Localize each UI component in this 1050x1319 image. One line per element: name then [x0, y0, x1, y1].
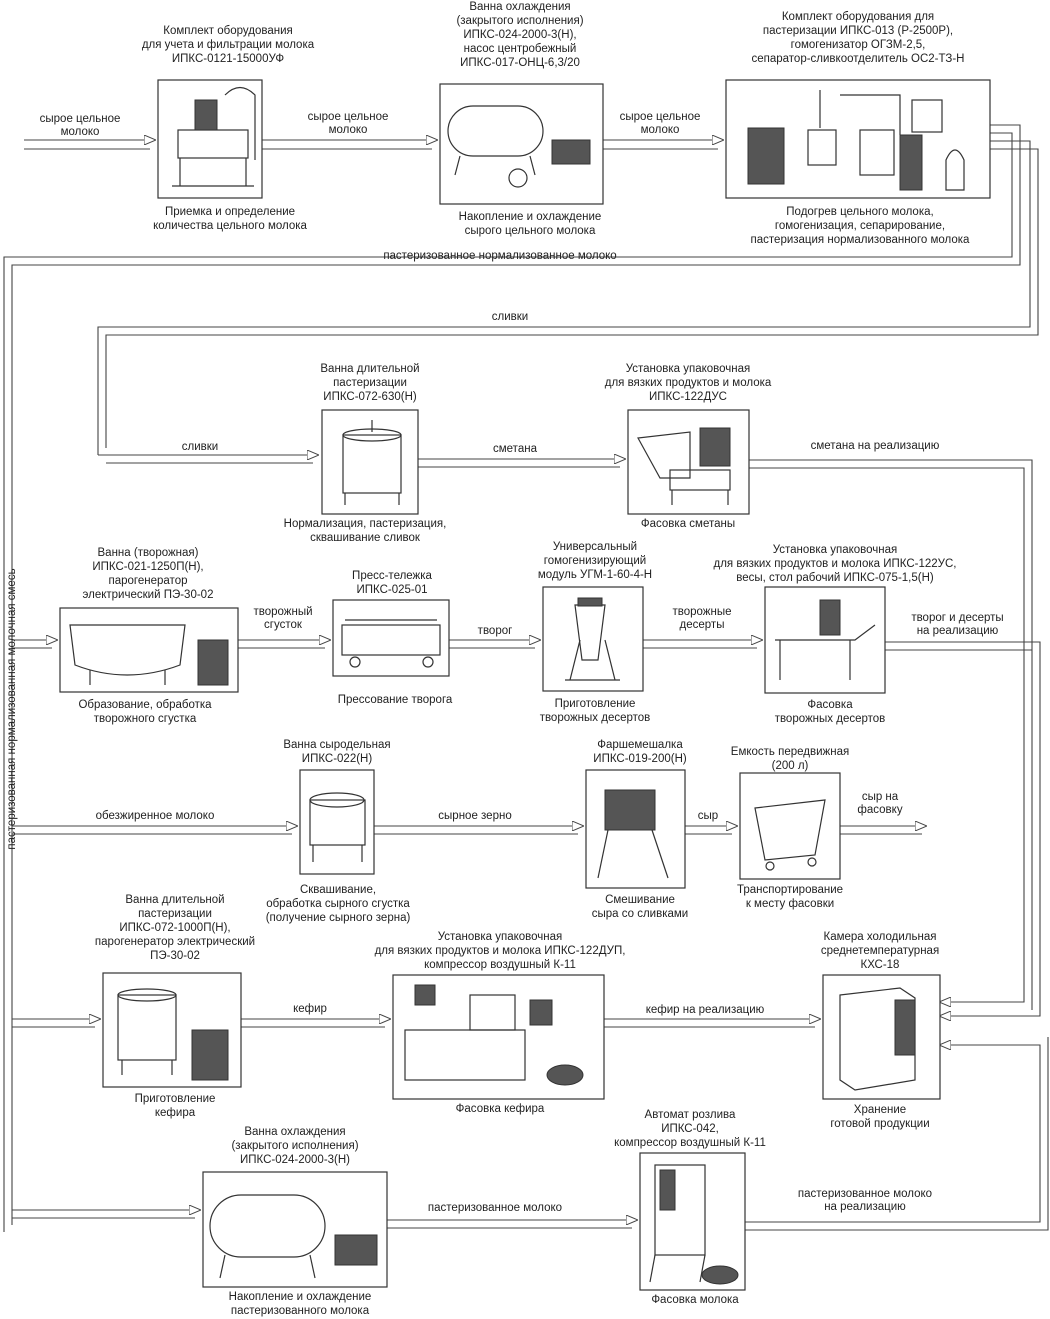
flow-label-pasteurized-milk-sale: пастеризованное молоко на реализацию — [797, 1188, 933, 1213]
equipment-label-s13: Ванна длительной пастеризации ИПКС-072-1… — [94, 894, 256, 962]
flow-label-cheese-grain: сырное зерно — [438, 810, 512, 822]
process-label-s11: Смешивание сыра со сливками — [591, 894, 689, 920]
storage-tank-icon — [209, 1194, 378, 1279]
process-label-s17: Фасовка молока — [651, 1294, 739, 1306]
work-table-icon — [775, 599, 876, 680]
box-s4 — [321, 409, 419, 515]
process-label-s2: Накопление и охлаждение сырого цельного … — [458, 211, 602, 237]
flow-label-curd-sale: творог и десерты на реализацию — [911, 612, 1004, 637]
process-label-s5: Фасовка сметаны — [640, 518, 736, 530]
flow-label-raw-milk-2: сырое цельное молоко — [307, 111, 389, 136]
packing-line-icon — [404, 984, 584, 1086]
equipment-label-s5: Установка упаковочная для вязких продукт… — [604, 363, 772, 403]
equipment-label-s7: Пресс-тележка ИПКС-025-01 — [352, 570, 432, 596]
process-label-s10: Сквашивание, обработка сырного сгустка (… — [265, 884, 411, 924]
equipment-label-s8: Универсальный гомогенизирующий модуль УГ… — [537, 541, 653, 581]
equipment-label-s9: Установка упаковочная для вязких продукт… — [713, 544, 957, 584]
equipment-label-s14: Установка упаковочная для вязких продукт… — [374, 931, 626, 971]
equipment-label-s4: Ванна длительной пастеризации ИПКС-072-6… — [320, 363, 420, 403]
flow-label-sour-cream: сметана — [493, 443, 537, 455]
cooling-tank-icon — [447, 105, 591, 188]
equipment-label-s2: Ванна охлаждения (закрытого исполнения) … — [456, 1, 584, 69]
flow-label-curd: творог — [477, 625, 513, 637]
box-s10 — [299, 769, 375, 875]
equipment-sketches — [69, 86, 965, 1285]
flow-label-cream-1: сливки — [491, 311, 529, 323]
flow-label-pasteurized-normalized: пастеризованное нормализованное молоко — [383, 250, 617, 262]
process-label-s12: Транспортирование к месту фасовки — [736, 884, 844, 910]
side-label: пастеризованная нормализованная молочная… — [6, 568, 18, 850]
flow-label-cheese: сыр — [697, 810, 719, 822]
process-label-s1: Приемка и определение количества цельног… — [153, 206, 307, 232]
flow-label-cheese-to-packing: сыр на фасовку — [857, 791, 903, 816]
press-trolley-icon — [341, 619, 441, 668]
equipment-label-s6: Ванна (творожная) ИПКС-021-1250П(Н), пар… — [82, 547, 214, 601]
flow-label-raw-milk-in: сырое цельное молоко — [39, 113, 121, 138]
process-label-s8: Приготовление творожных десертов — [539, 698, 651, 724]
flow-label-raw-milk-3: сырое цельное молоко — [619, 111, 701, 136]
flow-label-kefir-sale: кефир на реализацию — [645, 1004, 765, 1016]
packing-machine-icon — [637, 427, 731, 505]
box-s5 — [627, 409, 750, 515]
meat-mixer-icon — [597, 789, 669, 879]
process-label-s15: Хранение готовой продукции — [830, 1104, 930, 1130]
curd-vat-icon — [69, 624, 229, 686]
process-label-s6: Образование, обработка творожного сгустк… — [78, 699, 212, 725]
flow-label-cream-2: сливки — [181, 441, 219, 453]
mobile-container-icon — [754, 799, 826, 871]
equipment-label-s3: Комплект оборудования для пастеризации И… — [751, 11, 965, 65]
equipment-label-s17: Автомат розлива ИПКС-042, компрессор воз… — [614, 1109, 766, 1149]
box-s16 — [202, 1171, 388, 1288]
process-label-s16: Накопление и охлаждение пастеризованного… — [228, 1291, 372, 1317]
box-s15 — [822, 974, 941, 1100]
flow-pipes — [3, 124, 1049, 1232]
flow-label-sour-cream-sale: сметана на реализацию — [810, 440, 940, 452]
flow-label-skim-milk: обезжиренное молоко — [95, 810, 215, 822]
homogenizer-module-icon — [565, 597, 620, 681]
process-label-s7: Прессование творога — [337, 694, 453, 706]
cold-chamber-icon — [839, 987, 916, 1091]
process-label-s14: Фасовка кефира — [455, 1103, 545, 1115]
flow-label-curd-desserts: творожные десерты — [672, 606, 732, 631]
process-label-s4: Нормализация, пастеризация, сквашивание … — [283, 518, 447, 544]
receiving-set-icon — [172, 86, 256, 187]
process-label-s3: Подогрев цельного молока, гомогенизация,… — [750, 206, 970, 246]
equipment-label-s15: Камера холодильная среднетемпературная К… — [820, 931, 940, 971]
pasteurization-set-icon — [747, 90, 965, 191]
process-label-s9: Фасовка творожных десертов — [774, 699, 886, 725]
box-s12 — [739, 772, 841, 880]
equipment-label-s10: Ванна сыродельная ИПКС-022(Н) — [283, 739, 391, 765]
equipment-label-s11: Фаршемешалка ИПКС-019-200(Н) — [593, 739, 687, 765]
box-s7 — [332, 599, 450, 677]
equipment-label-s1: Комплект оборудования для учета и фильтр… — [141, 25, 315, 65]
kefir-vat-icon — [117, 988, 229, 1081]
filling-machine-icon — [649, 1164, 739, 1285]
flow-label-pasteurized-milk: пастеризованное молоко — [427, 1202, 563, 1214]
process-label-s13: Приготовление кефира — [134, 1093, 216, 1119]
flow-label-curd-clot: творожный сгусток — [253, 606, 313, 631]
flow-label-kefir: кефир — [293, 1003, 327, 1015]
cheese-vat-icon — [309, 792, 366, 862]
pasteurization-vat-icon — [342, 420, 402, 505]
equipment-label-s16: Ванна охлаждения (закрытого исполнения) … — [231, 1126, 359, 1166]
equipment-label-s12: Емкость передвижная (200 л) — [730, 746, 850, 772]
